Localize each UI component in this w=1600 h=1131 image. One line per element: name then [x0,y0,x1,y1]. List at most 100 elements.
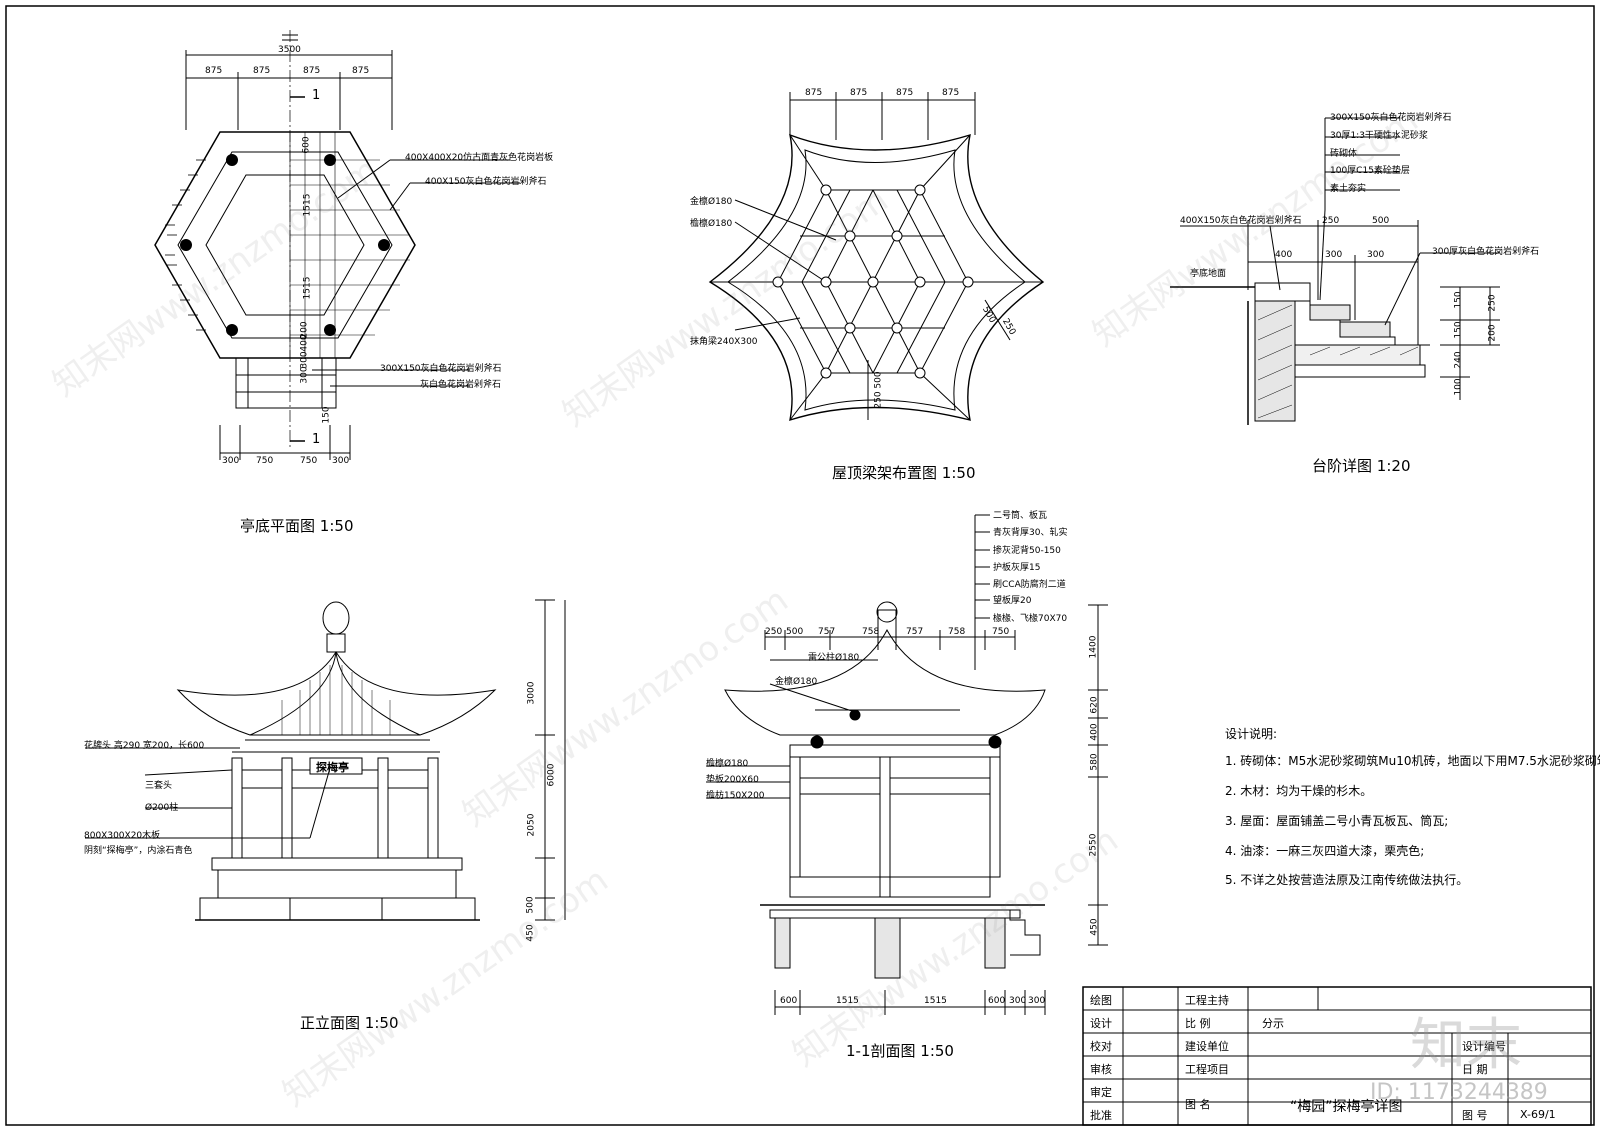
notes-item-1: 1. 砖砌体：M5水泥砂浆砌筑Mu10机砖，地面以下用M7.5水泥砂浆砌筑。 [1225,754,1600,768]
tb-row4-c: 日 期 [1462,1063,1488,1076]
step-layer-4: 100厚C15素砼垫层 [1330,166,1410,176]
tb-row3-c: 设计编号 [1462,1040,1506,1053]
section-right-dim-4: 580 [1089,753,1100,771]
roof-nodes [772,184,974,379]
section-layer-6: 望板厚20 [993,596,1032,606]
section-layer-3: 掺灰泥背50-150 [993,546,1061,556]
elevation-callout-1: 花牌头 高290 宽200，长600 [84,741,205,751]
plan-bottom-dim-1: 300 [222,456,240,466]
plan-callout-2: 400X150灰白色花岗岩剁斧石 [425,177,547,187]
step-right-dim-5: 240 [1453,351,1464,369]
section-bottom-dim-2: 1515 [836,996,859,1006]
section-callout-2: 金檩Ø180 [775,677,818,687]
elevation-callout-3: Ø200柱 [145,803,179,813]
step-title-text: 台阶详图 [1312,457,1373,475]
roof-title: 屋顶梁架布置图 1:50 [832,462,975,483]
tb-row5-b: 图 名 [1185,1098,1211,1111]
step-scale: 1:20 [1376,457,1411,475]
watermark-logo: 知末 [1410,1013,1522,1078]
tb-row4-b: 工程项目 [1185,1063,1229,1076]
section-right-dim-3: 400 [1089,723,1100,741]
plan-callout-3: 300X150灰白色花岗岩剁斧石 [380,364,502,374]
step-dim-2: 500 [1372,216,1390,226]
section-layer-7: 椽椽、飞椽70X70 [993,614,1068,624]
roof-top-dim-1: 875 [805,88,823,98]
tb-drawing-no: X-69/1 [1520,1108,1556,1121]
step-layer-2: 30厚1:3干硬性水泥砂浆 [1330,131,1428,141]
step-dim-4: 300 [1325,250,1343,260]
plan-section-mark-top: 1 [312,88,321,103]
section-layer-2: 青灰背厚30、轧实 [993,528,1068,538]
section-callout-3: 檐檩Ø180 [706,759,749,769]
step-callout-2: 亭底地面 [1190,269,1227,279]
tb-drawing-name: “梅园”探梅亭详图 [1290,1099,1403,1115]
notes-item-2: 2. 木材：均为干燥的杉木。 [1225,784,1373,798]
roof-callout-1: 金檩Ø180 [690,197,733,207]
section-right-dim-5: 2550 [1088,833,1099,857]
tb-row6-a: 批准 [1090,1109,1112,1122]
elevation-dim-3: 2050 [526,813,537,837]
section-callout-5: 檐枋150X200 [706,791,765,801]
section-layer-1: 二号筒、板瓦 [993,511,1048,521]
plan-side-dim-2: 1515 [302,193,313,217]
step-callout-1: 400X150灰白色花岗岩剁斧石 [1180,216,1302,226]
section-layer-4: 护板灰厚15 [993,563,1041,573]
section-top-dim-4: 758 [862,627,880,637]
tb-row2-c: 分示 [1262,1017,1284,1030]
notes-item-3: 3. 屋面：屋面铺盖二号小青瓦板瓦、筒瓦; [1225,814,1449,828]
plan-title-text: 亭底平面图 [240,517,316,535]
section-callout-4: 垫板200X60 [706,775,759,785]
section-layer-5: 刷CCA防腐剂二道 [993,580,1066,590]
section-top-dim-2: 500 [786,627,804,637]
elevation-scale: 1:50 [364,1014,399,1032]
step-dim-1: 250 [1322,216,1340,226]
step-right-dim-2: 150 [1453,321,1464,339]
step-title: 台阶详图 1:20 [1312,455,1410,476]
elevation-callout-2: 三套头 [145,781,173,791]
elevation-dim-4: 500 [525,896,536,914]
roof-top-dim-2: 875 [850,88,868,98]
elevation-dim-5: 450 [525,924,536,942]
section-bottom-dim-5: 300 [1009,996,1027,1006]
section-title-text: 1-1剖面图 [846,1042,916,1060]
section-bottom-dim-3: 1515 [924,996,947,1006]
step-right-dim-4: 200 [1487,324,1498,342]
plan-side-dim-7: 300 [299,351,310,369]
section-right-dim-6: 450 [1089,918,1100,936]
plan-callout-4: 灰白色花岗岩剁斧石 [420,380,502,390]
step-right-dim-3: 250 [1487,294,1498,312]
section-drawing [706,514,1108,1015]
plan-top-dim-3: 875 [303,66,321,76]
plan-callout-1: 400X400X20仿古面青灰色花岗岩板 [405,153,554,163]
plan-columns [180,154,390,336]
step-detail-drawing [1170,117,1500,425]
tb-row3-a: 校对 [1090,1040,1112,1053]
step-layer-3: 砖砌体 [1330,149,1358,159]
step-callout-3: 300厚灰白色花岗岩剁斧石 [1432,247,1540,257]
elevation-title-text: 正立面图 [300,1014,361,1032]
plan-title: 亭底平面图 1:50 [240,515,353,536]
step-layer-5: 素土夯实 [1330,184,1367,194]
elevation-dim-2: 6000 [546,763,557,787]
step-dim-3: 400 [1275,250,1293,260]
section-scale: 1:50 [920,1042,954,1060]
plan-side-dim-1: 600 [301,136,312,154]
elevation-title: 正立面图 1:50 [300,1012,398,1033]
tb-row1-b: 工程主持 [1185,994,1229,1007]
section-bottom-dim-6: 300 [1028,996,1046,1006]
roof-callout-2: 檐檩Ø180 [690,219,733,229]
tb-row2-b: 比 例 [1185,1017,1211,1030]
tb-row1-a: 绘图 [1090,994,1112,1007]
section-bottom-dim-1: 600 [780,996,798,1006]
tb-row2-a: 设计 [1090,1017,1112,1030]
section-top-dim-7: 750 [992,627,1010,637]
roof-bottom-dim-2: 500 [873,371,884,389]
section-callout-1: 雷公柱Ø180 [808,653,860,663]
section-top-dim-5: 757 [906,627,924,637]
plan-top-dim-1: 875 [205,66,223,76]
tb-row3-b: 建设单位 [1185,1040,1229,1053]
elevation-plaque: 探梅亭 [316,761,349,774]
watermark-id: ID: 1173244389 [1370,1080,1548,1105]
elevation-callout-5: 阴刻“探梅亭”，内涂石青色 [84,846,193,856]
